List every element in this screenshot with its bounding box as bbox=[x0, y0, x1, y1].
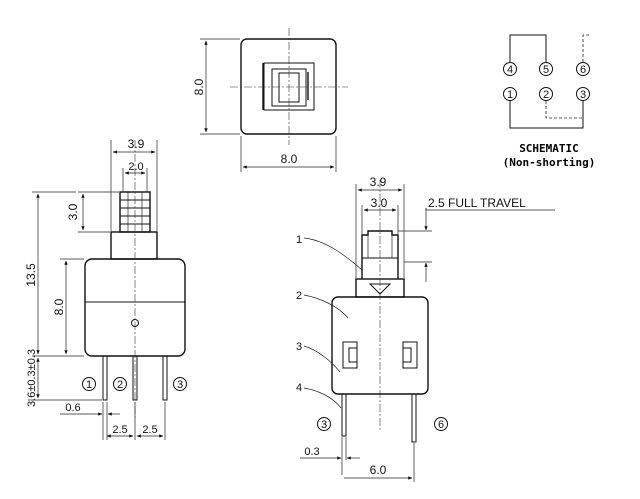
front-view-pin-label-3: 3 bbox=[177, 379, 183, 391]
side-view-pin-thickness-dim: 0.3 bbox=[304, 446, 319, 458]
schematic-pin-4 bbox=[503, 62, 517, 76]
schematic-link-5-4 bbox=[509, 34, 547, 62]
schematic-subtitle: (Non-shorting) bbox=[503, 156, 596, 169]
schematic-pin-label-3: 3 bbox=[580, 89, 586, 101]
front-view-pin-2 bbox=[132, 355, 138, 401]
side-view-pin-right bbox=[411, 393, 417, 443]
schematic-pin-label-2: 2 bbox=[543, 89, 549, 101]
side-view-callout-3-leader bbox=[303, 345, 341, 373]
side-view-top-width-dim: 3.9 bbox=[370, 175, 387, 189]
side-view-travel-label: 2.5 FULL TRAVEL bbox=[428, 196, 526, 210]
side-view-pin-label-circle-6 bbox=[434, 417, 448, 431]
schematic-pin-label-1: 1 bbox=[507, 89, 513, 101]
side-view-callout-1-leader bbox=[303, 237, 363, 271]
top-view-height-dim: 8.0 bbox=[192, 78, 206, 95]
schematic-pin-6 bbox=[576, 62, 590, 76]
front-view-pin-1 bbox=[102, 355, 108, 401]
front-view-stem bbox=[110, 231, 158, 260]
side-view-right-tab bbox=[402, 341, 418, 369]
schematic-dashed-link-2-3 bbox=[545, 101, 583, 119]
front-view-top-width-dim: 3.9 bbox=[128, 137, 145, 151]
schematic-pin-2 bbox=[539, 87, 553, 101]
front-view-pin-label-circle-1 bbox=[82, 377, 96, 391]
front-view-pin-label-1: 1 bbox=[86, 379, 92, 391]
front-view-pin-3 bbox=[162, 355, 168, 401]
front-view-body-height-dim: 8.0 bbox=[52, 298, 66, 315]
side-view-right-tab-inner bbox=[402, 347, 412, 363]
schematic-pin-label-4: 4 bbox=[507, 64, 513, 76]
schematic-pin-label-6: 6 bbox=[580, 64, 586, 76]
schematic-link-1-3 bbox=[509, 101, 584, 129]
side-view-travel-leader bbox=[425, 208, 555, 211]
side-view-pin-label-3: 3 bbox=[321, 419, 327, 431]
side-view-inner-width-dim: 3.0 bbox=[371, 196, 388, 210]
side-view-callout-3: 3 bbox=[296, 341, 302, 353]
front-view-pin-label-2: 2 bbox=[117, 379, 123, 391]
side-view-plunger bbox=[361, 230, 399, 279]
front-view-pitch-left-dim: 2.5 bbox=[112, 424, 127, 436]
side-view-callout-4-leader bbox=[303, 387, 342, 409]
top-view-body-outline bbox=[240, 38, 337, 135]
front-view-pin-label-circle-2 bbox=[113, 377, 127, 391]
side-view: 3 6 3.9 3.0 2.5 FULL TRAVEL 1 2 3 4 0.3 bbox=[296, 175, 555, 482]
top-view-width-dim: 8.0 bbox=[281, 152, 298, 166]
front-view-pitch-right-dim: 2.5 bbox=[142, 424, 157, 436]
schematic: 4 5 6 1 2 3 SCHEMATIC (Non-shorting) bbox=[503, 34, 596, 169]
schematic-pin-label-5: 5 bbox=[543, 64, 549, 76]
schematic-pin-1 bbox=[503, 87, 517, 101]
side-view-left-tab-inner bbox=[348, 347, 358, 363]
side-view-pin-label-6: 6 bbox=[438, 419, 444, 431]
side-view-pin-label-circle-3 bbox=[317, 417, 331, 431]
side-view-pin-span-dim: 6.0 bbox=[370, 463, 387, 477]
schematic-pin-5 bbox=[539, 62, 553, 76]
front-view-inner-width-dim: 2.0 bbox=[128, 161, 143, 173]
side-view-left-tab bbox=[342, 341, 358, 369]
schematic-dashed-link-6 bbox=[582, 34, 590, 62]
side-view-callout-1: 1 bbox=[296, 234, 302, 246]
schematic-pin-3 bbox=[576, 87, 590, 101]
schematic-title: SCHEMATIC bbox=[519, 142, 579, 155]
top-view: 8.0 8.0 bbox=[192, 28, 348, 172]
front-view-total-height-dim: 13.5 bbox=[24, 263, 38, 287]
side-view-pin-left bbox=[341, 393, 347, 437]
side-view-callout-4: 4 bbox=[296, 382, 302, 394]
side-view-callout-2: 2 bbox=[296, 290, 302, 302]
front-view-pin-label-circle-3 bbox=[173, 377, 187, 391]
side-view-callout-2-leader bbox=[303, 294, 349, 319]
front-view-pin-width-dim: 0.6 bbox=[65, 402, 80, 414]
front-view-plunger-height-dim: 3.0 bbox=[66, 203, 80, 220]
front-view-pin-length-dim: 3.6±0.3±0.3 bbox=[26, 349, 38, 407]
front-view: 1 2 3 3.9 2.0 3.0 13.5 8.0 3.6±0.3±0.3 bbox=[24, 137, 187, 440]
